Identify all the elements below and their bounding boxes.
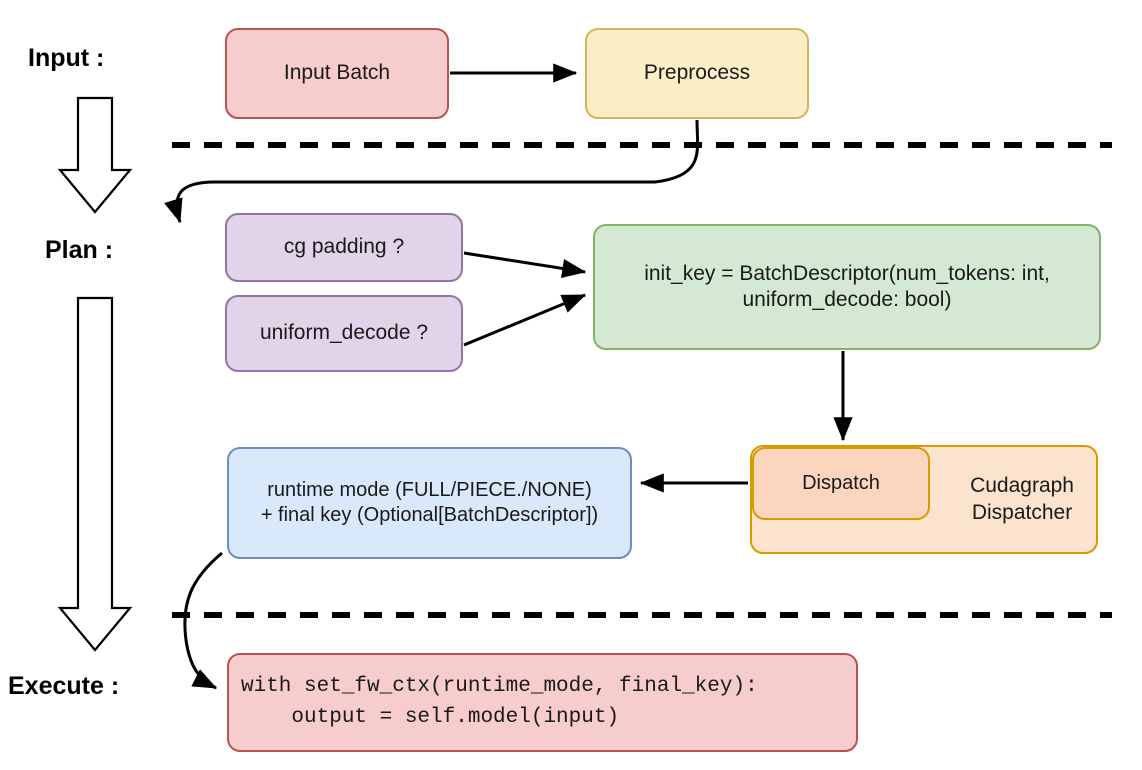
node-preprocess-label: Preprocess <box>643 61 751 85</box>
input-to-plan-block-arrow <box>57 96 133 214</box>
runtime-mode-to-exec-code-arrow <box>183 551 223 690</box>
node-dispatch-label: Dispatch <box>802 472 880 494</box>
node-runtime-mode-line2: + final key (Optional[BatchDescriptor]) <box>260 504 599 526</box>
node-cudagraph-dispatcher-line1: Cudagraph <box>970 474 1074 498</box>
node-init-key-line2: uniform_decode: bool) <box>742 288 952 311</box>
node-dispatch[interactable]: Dispatch <box>752 447 930 520</box>
uniform-decode-to-init-key-arrow <box>463 293 587 347</box>
node-exec-code-line1: with set_fw_ctx(runtime_mode, final_key)… <box>241 675 758 699</box>
node-init-key-text: init_key = BatchDescriptor(num_tokens: i… <box>644 261 1050 314</box>
node-input-batch[interactable]: Input Batch <box>225 28 449 119</box>
node-runtime-mode-text: runtime mode (FULL/PIECE./NONE) + final … <box>261 478 598 528</box>
node-cg-padding[interactable]: cg padding ? <box>225 213 463 282</box>
node-preprocess[interactable]: Preprocess <box>585 28 809 119</box>
stage-label-input: Input : <box>28 44 105 72</box>
node-uniform-decode-label: uniform_decode ? <box>259 321 429 345</box>
cg-padding-to-init-key-arrow <box>463 251 587 278</box>
node-exec-code-line2: output = self.model(input) <box>241 705 620 729</box>
stage-label-plan: Plan : <box>45 236 114 264</box>
node-exec-code[interactable]: with set_fw_ctx(runtime_mode, final_key)… <box>227 653 858 752</box>
node-cudagraph-dispatcher-text: Cudagraph Dispatcher <box>970 473 1074 526</box>
node-init-key[interactable]: init_key = BatchDescriptor(num_tokens: i… <box>593 224 1101 350</box>
node-init-key-line1: init_key = BatchDescriptor(num_tokens: i… <box>644 261 1050 285</box>
node-runtime-mode[interactable]: runtime mode (FULL/PIECE./NONE) + final … <box>227 447 632 559</box>
node-runtime-mode-line1: runtime mode (FULL/PIECE./NONE) <box>267 479 592 501</box>
preprocess-to-cg-padding-arrow <box>164 119 700 224</box>
node-cg-padding-label: cg padding ? <box>283 235 405 259</box>
stage-label-execute: Execute : <box>8 672 120 700</box>
node-exec-code-text: with set_fw_ctx(runtime_mode, final_key)… <box>241 672 758 733</box>
plan-to-execute-block-arrow <box>57 296 133 652</box>
node-cudagraph-dispatcher-line2: Dispatcher <box>971 500 1073 524</box>
node-input-batch-label: Input Batch <box>283 61 391 85</box>
node-uniform-decode[interactable]: uniform_decode ? <box>225 295 463 372</box>
